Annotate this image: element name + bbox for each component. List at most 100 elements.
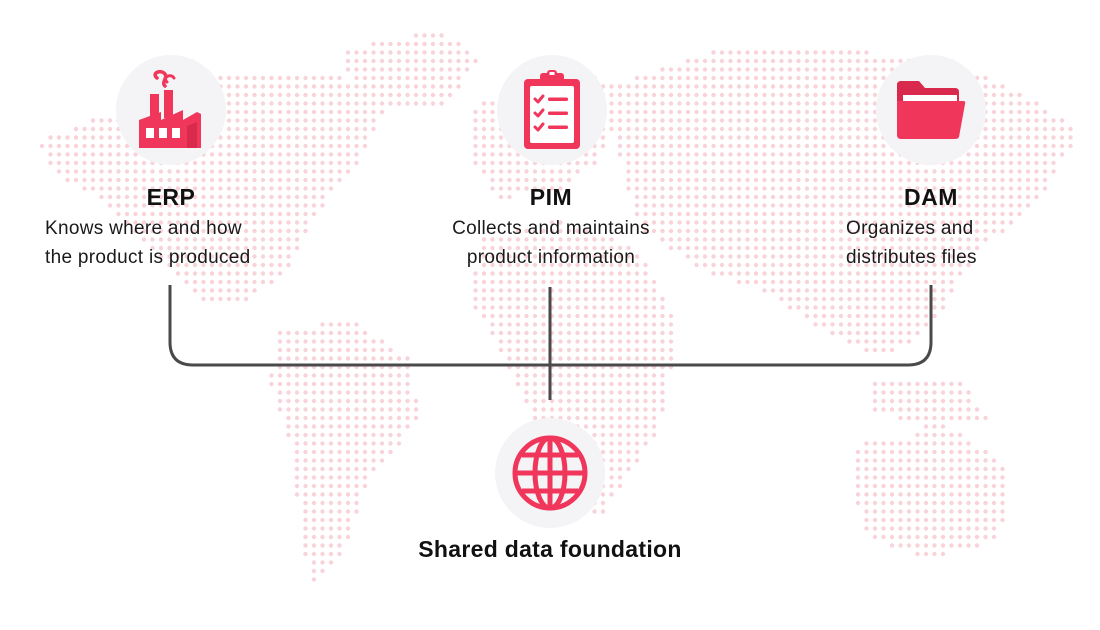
map-dot [439,67,444,72]
map-dot [889,220,895,225]
map-dot [864,126,869,132]
map-dot [770,75,776,81]
map-dot [532,254,538,259]
map-dot [728,84,733,89]
map-dot [133,220,138,225]
map-dot [1017,169,1022,174]
map-dot [762,92,767,98]
map-dot [141,211,147,217]
map-dot [218,254,223,259]
map-dot [787,109,793,115]
map-dot [694,169,699,174]
map-dot [813,211,818,217]
map-dot [957,186,963,191]
map-dot [643,92,648,98]
map-dot [243,126,249,132]
map-dot [235,211,240,217]
map-dot [218,177,223,183]
map-dot [243,186,249,191]
map-dot [821,118,827,123]
map-dot [65,169,70,174]
map-dot [966,211,971,217]
map-dot [813,160,818,166]
map-dot [345,101,351,106]
map-dot [804,194,810,200]
map-dot [855,254,861,259]
map-dot [694,254,699,259]
map-dot [702,237,708,242]
map-dot [107,177,113,183]
map-dot [957,160,963,166]
map-dot [82,143,87,149]
map-dot [736,254,742,259]
map-dot [201,194,206,200]
map-dot [1008,152,1014,157]
map-dot [855,118,861,123]
map-dot [575,254,580,259]
map-dot [728,135,733,140]
map-dot [566,254,572,259]
map-dot [473,135,478,140]
map-dot [260,75,266,81]
map-dot [1017,203,1022,208]
map-dot [1034,160,1039,166]
map-dot [762,254,767,259]
map-dot [1042,118,1048,123]
map-dot [209,177,215,183]
map-dot [711,101,716,106]
map-dot [957,211,963,217]
map-dot [830,101,835,106]
map-dot [643,228,648,234]
map-dot [277,84,283,89]
map-dot [660,126,665,132]
map-dot [226,92,232,98]
map-dot [889,194,895,200]
map-dot [209,186,215,191]
map-dot [668,237,674,242]
map-dot [167,203,172,208]
map-dot [796,126,801,132]
map-dot [872,92,878,98]
map-dot [651,177,657,183]
map-dot [991,194,997,200]
map-dot [524,186,529,191]
map-dot [855,228,861,234]
map-dot [209,245,215,251]
map-dot [864,211,869,217]
map-dot [881,67,886,72]
map-dot [838,101,844,106]
map-dot [864,237,869,242]
map-dot [787,194,793,200]
map-dot [337,126,342,132]
map-dot [753,152,759,157]
map-dot [226,135,232,140]
map-dot [328,135,334,140]
map-dot [1034,101,1039,106]
map-dot [770,135,776,140]
map-dot [923,237,929,242]
map-dot [804,160,810,166]
map-dot [821,143,827,149]
map-dot [830,84,835,89]
map-dot [796,160,801,166]
map-dot [277,194,283,200]
map-dot [65,177,70,183]
map-dot [932,245,937,251]
map-dot [286,194,291,200]
map-dot [762,186,767,191]
map-dot [813,245,818,251]
map-dot [90,152,96,157]
map-dot [422,58,427,64]
map-dot [524,160,529,166]
map-dot [286,237,291,242]
map-dot [974,177,980,183]
map-dot [337,152,342,157]
map-dot [413,75,419,81]
map-dot [362,118,368,123]
map-dot [796,194,801,200]
map-dot [201,160,206,166]
map-dot [787,211,793,217]
map-dot [736,237,742,242]
map-dot [269,169,274,174]
map-dot [447,75,453,81]
